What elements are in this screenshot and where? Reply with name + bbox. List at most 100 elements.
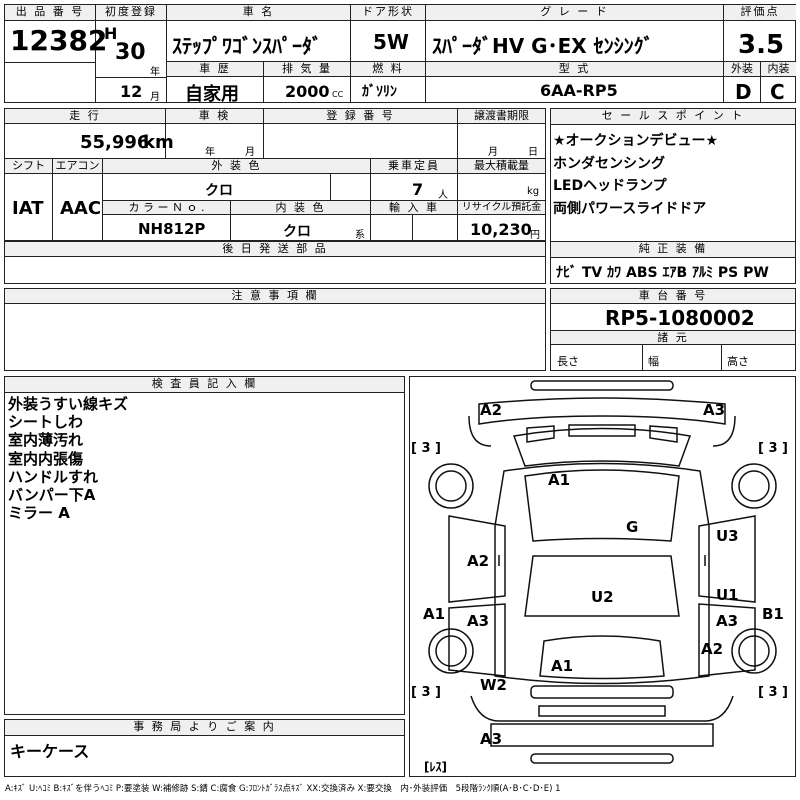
sales-point: ★オークションデビュー★ <box>553 133 719 149</box>
label-mileage: 走 行 <box>5 109 165 124</box>
label-equipment: 純 正 装 備 <box>551 242 795 258</box>
chassis-number: RP5-1080002 <box>605 306 755 330</box>
mark-3-br: [ 3 ] <box>758 685 788 700</box>
label-import: 輸 入 車 <box>371 201 457 215</box>
inspector-note: ハンドルすれ <box>8 467 99 486</box>
sales-point: 両側パワースライドドア <box>553 200 707 217</box>
label-shift: シフト <box>5 159 52 174</box>
label-exterior: 外装 <box>724 62 760 77</box>
label-ext-color: 外 装 色 <box>103 159 370 174</box>
door-type: 5W <box>373 30 409 54</box>
mark-a2-r: A2 <box>701 640 724 658</box>
reg-year: 30 <box>115 40 146 65</box>
label-capacity: 乗車定員 <box>371 159 457 174</box>
label-car-name: 車 名 <box>167 5 350 21</box>
label-chassis: 車 台 番 号 <box>551 289 795 304</box>
unit-cc: CC <box>332 90 344 99</box>
label-docs: 譲渡書期限 <box>458 109 545 124</box>
mark-less: [ﾚｽ] <box>424 760 447 774</box>
label-model: 型 式 <box>426 62 723 77</box>
lot-number: 12382 <box>10 24 108 57</box>
label-inspector: 検 査 員 記 入 欄 <box>5 377 404 393</box>
label-reg-no: 登 録 番 号 <box>264 109 457 124</box>
label-displacement: 排 気 量 <box>264 62 350 77</box>
shift: IAT <box>12 198 44 219</box>
car-diagram-block <box>409 376 796 777</box>
mark-a1-bot: A1 <box>551 657 574 675</box>
unit-people: 人 <box>438 190 448 201</box>
exterior-grade: D <box>735 80 752 104</box>
label-grade: グ レ ー ド <box>426 5 723 21</box>
mark-a3-bot: A3 <box>480 730 503 748</box>
mark-u1: U1 <box>716 586 739 604</box>
int-color: クロ <box>283 224 311 240</box>
label-color-no: カ ラ ー Ｎ ｏ . <box>103 201 230 215</box>
mark-a3-r: A3 <box>716 612 739 630</box>
notes-block <box>4 288 546 371</box>
mark-3-bl: [ 3 ] <box>411 685 441 700</box>
inspector-note: 室内薄汚れ <box>8 431 84 450</box>
mark-b1: B1 <box>762 605 784 623</box>
label-history: 車 歴 <box>167 62 263 77</box>
capacity: 7 <box>412 180 424 199</box>
inspector-notes: 外装うすい線キズ シートしわ 室内薄汚れ 室内内張傷 ハンドルすれ バンパー下A… <box>8 395 128 522</box>
header-block <box>4 4 796 103</box>
docs-month-unit: 月 <box>488 147 498 158</box>
inspector-note: 室内内張傷 <box>8 449 84 468</box>
score: 3.5 <box>738 30 785 60</box>
label-door: ドア形状 <box>351 5 425 21</box>
unit-kg: kg <box>527 186 540 197</box>
label-first-reg: 初度登録 <box>96 5 166 21</box>
mark-a3-l: A3 <box>467 612 490 630</box>
mileage: 55,996 <box>80 132 150 153</box>
label-length: 長さ <box>557 355 579 368</box>
car-diagram <box>428 380 777 764</box>
label-recycle: リサイクル預託金 <box>458 201 545 215</box>
mark-a3-tr: A3 <box>703 401 726 419</box>
sales-point: LEDヘッドランプ <box>553 178 667 194</box>
mark-3-tl: [ 3 ] <box>411 441 441 456</box>
docs-day-unit: 日 <box>528 147 538 158</box>
car-history: 自家用 <box>185 84 239 105</box>
label-aircon: エアコン <box>53 159 102 174</box>
inspector-block <box>4 376 405 715</box>
label-inspection: 車 検 <box>166 109 263 124</box>
unit-month: 月 <box>150 92 160 103</box>
car-name: ｽﾃｯﾌﾟﾜｺﾞﾝｽﾊﾟｰﾀﾞ <box>172 34 322 58</box>
mark-a2-tl: A2 <box>480 401 503 419</box>
inspector-note: シートしわ <box>8 413 84 432</box>
model-code: 6AA-RP5 <box>540 81 618 100</box>
label-interior: 内装 <box>761 62 796 77</box>
inspector-note: 外装うすい線キズ <box>8 395 129 413</box>
sales-points-block <box>550 108 796 284</box>
mark-a1-l: A1 <box>423 605 446 623</box>
interior-grade: C <box>770 80 785 104</box>
equipment-list: ﾅﾋﾞ TV ｶﾜ ABS ｴｱB ｱﾙﾐ PS PW <box>556 265 769 281</box>
chassis-block <box>550 288 796 371</box>
ext-color: クロ <box>205 183 233 199</box>
sales-point: ホンダセンシング <box>553 155 665 172</box>
inspector-note: バンパー下A <box>8 486 96 505</box>
label-height: 高さ <box>727 355 749 368</box>
label-lot-no: 出 品 番 号 <box>5 5 95 21</box>
label-office: 事 務 局 よ り ご 案 内 <box>5 720 404 736</box>
label-width: 幅 <box>648 355 659 368</box>
unit-yen: 円 <box>530 230 540 241</box>
mark-3-tr: [ 3 ] <box>758 441 788 456</box>
recycle-fee: 10,230 <box>470 220 532 239</box>
unit-kei: 系 <box>355 230 365 241</box>
office-block <box>4 719 405 777</box>
aircon: AAC <box>60 198 102 219</box>
displacement: 2000 <box>285 82 330 101</box>
mark-a1-top: A1 <box>548 471 571 489</box>
grade: ｽﾊﾟｰﾀﾞHV G･EX ｾﾝｼﾝｸﾞ <box>432 34 654 58</box>
label-fuel: 燃 料 <box>351 62 425 77</box>
office-note: キーケース <box>10 742 90 761</box>
inspector-note: ミラー A <box>8 504 70 523</box>
mark-u3: U3 <box>716 527 739 545</box>
color-no: NH812P <box>138 220 206 238</box>
mark-w2: W2 <box>480 676 507 694</box>
insp-month-unit: 月 <box>245 147 255 158</box>
label-later-parts: 後 日 発 送 部 品 <box>5 242 545 257</box>
reg-month: 12 <box>120 82 143 101</box>
